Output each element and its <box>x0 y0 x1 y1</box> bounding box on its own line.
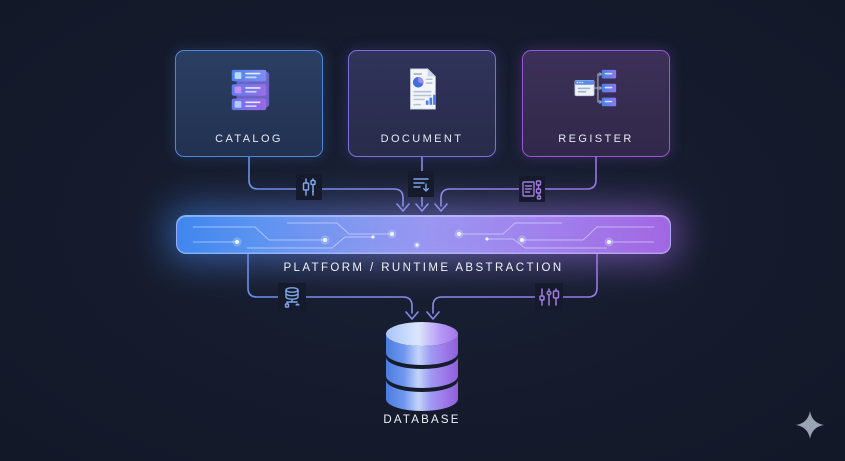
database-network-icon <box>278 283 306 311</box>
document-report-icon <box>399 66 445 112</box>
catalog-list-icon <box>226 66 272 112</box>
node-register: REGISTER <box>522 50 670 157</box>
platform-bar <box>176 215 671 254</box>
node-register-label: REGISTER <box>558 133 634 145</box>
node-document-label: DOCUMENT <box>380 133 464 145</box>
list-nodes-icon <box>519 176 545 202</box>
register-flow-icon <box>573 66 619 112</box>
sliders-icon <box>296 174 322 200</box>
platform-label: PLATFORM / RUNTIME ABSTRACTION <box>283 262 564 274</box>
database-label: DATABASE <box>383 414 461 426</box>
circuit-traces-icon <box>177 216 670 253</box>
node-document: DOCUMENT <box>348 50 496 157</box>
sort-filter-icon <box>408 171 434 197</box>
node-catalog: CATALOG <box>175 50 323 157</box>
node-catalog-label: CATALOG <box>215 133 283 145</box>
sparkle-icon <box>794 409 826 441</box>
sliders-icon <box>535 283 563 311</box>
database-cylinder-icon <box>382 320 462 415</box>
